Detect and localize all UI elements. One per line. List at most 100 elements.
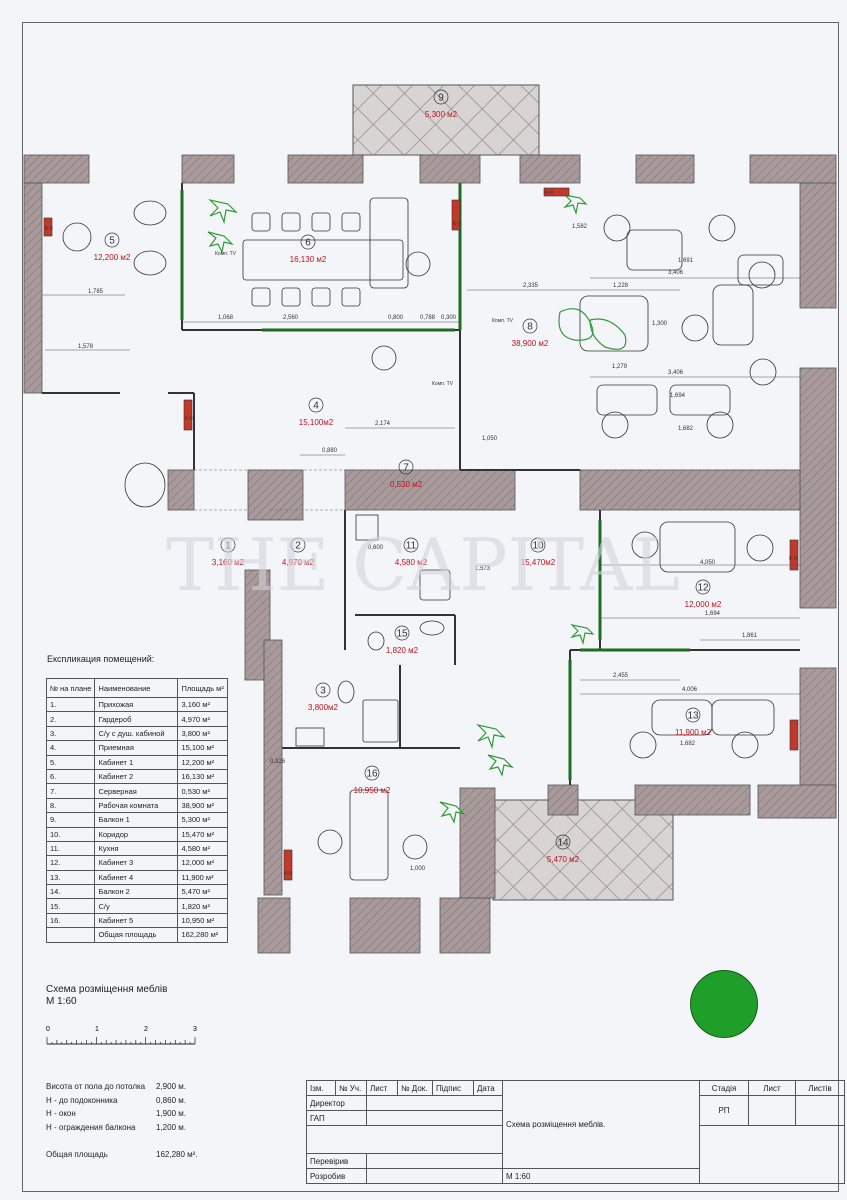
dimension-label: 0,788: [420, 315, 436, 321]
room-number: 4: [313, 401, 319, 412]
dimension-label: 1,682: [680, 741, 696, 747]
dashed-lines: [194, 469, 460, 511]
row-name: С/у: [94, 898, 179, 914]
dimension-label: 1,691: [678, 258, 694, 264]
note-value: 0,860 м.: [156, 1095, 186, 1105]
scale-bar: 0 1 2 3: [46, 1026, 197, 1045]
row-num: 7.: [45, 783, 96, 799]
row-num: 3.: [45, 725, 96, 742]
room-marker: [300, 234, 316, 250]
stamp-stage-label: Стадія: [699, 1080, 749, 1096]
k9-label: K-9: [185, 416, 193, 422]
stamp-h0: Ізм.: [306, 1080, 336, 1096]
scale-tick-2: 2: [144, 1026, 148, 1033]
scheme-scale: М 1:60: [46, 996, 77, 1007]
room-marker: [308, 397, 324, 413]
total-label: Общая площадь: [94, 927, 179, 943]
note-label: Н - окон: [46, 1109, 76, 1118]
room-number: 8: [527, 322, 533, 333]
dimension-label: 0,880: [322, 448, 338, 454]
room-marker: [522, 318, 538, 334]
row-num: 12.: [45, 855, 96, 871]
room-marker: [398, 459, 414, 475]
row-name: Кабинет 1: [94, 754, 179, 770]
room-number: 14: [557, 838, 569, 849]
row-num: 15.: [45, 898, 96, 914]
dimension-label: 2,455: [613, 673, 629, 679]
total-area-label: Общая площадь: [46, 1150, 108, 1159]
title-block: Ізм. № Уч. Лист № Док. Підпис Дата Схема…: [306, 1080, 845, 1184]
row-name: Кухня: [94, 840, 179, 857]
dimension-label: 1,050: [482, 436, 498, 442]
row-area: 3,800 м²: [177, 725, 228, 742]
room-area: 11,900 м2: [675, 728, 712, 737]
stamp-developed: Розробив: [306, 1168, 367, 1184]
room-area: 15,100м2: [299, 418, 334, 427]
room-number: 11: [406, 541, 417, 552]
note-value: 2,900 м.: [156, 1082, 186, 1091]
row-name: Кабинет 2: [94, 768, 179, 785]
room-area: 4,970 м2: [282, 558, 315, 567]
note-label: Н - ограждения балкона: [46, 1122, 136, 1132]
dimension-label: 1,785: [88, 289, 104, 295]
total-area-note: Общая площадь 162,280 м².: [46, 1150, 198, 1159]
row-area: 16,130 м²: [177, 768, 228, 785]
dimension-label: 3,406: [668, 370, 684, 376]
room-area: 3,800м2: [308, 703, 339, 712]
room-area: 1,820 м2: [386, 646, 419, 655]
room-number: 9: [438, 93, 444, 104]
dimension-label: 1,279: [612, 364, 628, 370]
row-num: 11.: [45, 840, 96, 857]
stamp-sheets-label: Листів: [795, 1080, 845, 1096]
k9-label: K-9: [45, 226, 53, 232]
dimension-label: 1,228: [613, 283, 629, 289]
row-num: 10.: [45, 826, 96, 842]
room-marker: [403, 537, 419, 553]
dimension-label: 1,068: [218, 315, 234, 321]
stamp-checked: Перевірив: [306, 1153, 367, 1169]
row-area: 12,200 м²: [177, 754, 228, 770]
dimension-label: 0,300: [441, 315, 457, 321]
tv-label: Комп. TV: [492, 318, 514, 324]
row-num: 2.: [45, 711, 96, 727]
room-area: 0,530 м2: [390, 480, 423, 489]
stamp-h3: № Док.: [397, 1080, 433, 1096]
row-num: 4.: [45, 740, 96, 756]
dimension-label: 1,861: [742, 633, 758, 639]
stamp-title: Схема розміщення меблів.: [502, 1080, 700, 1169]
col-name: Наименование: [94, 678, 179, 698]
dimension-label: 4,006: [682, 687, 698, 693]
row-name: Гардероб: [94, 711, 179, 727]
conference-chairs: [251, 212, 361, 307]
scale-tick-3: 3: [193, 1026, 197, 1033]
balcony-2: [492, 799, 674, 901]
scheme-title: Схема розміщення меблів: [46, 984, 168, 995]
scale-tick-1: 1: [95, 1026, 99, 1033]
row-name: Прихожая: [94, 696, 179, 713]
dimension-label: 1,578: [78, 344, 94, 350]
dimension-label: 2,335: [523, 283, 539, 289]
room-area: 16,130 м2: [290, 255, 327, 264]
stamp-director: Директор: [306, 1095, 367, 1111]
room-number: 2: [295, 541, 301, 552]
row-num: 6.: [45, 768, 96, 785]
room-area: 10,950 м2: [354, 786, 391, 795]
k9-label: K-9: [453, 221, 461, 227]
stamp-sheet-label: Лист: [748, 1080, 796, 1096]
room-area: 12,000 м2: [685, 600, 722, 609]
total-value: 162,280 м²: [177, 927, 228, 943]
stamp-gap: ГАП: [306, 1110, 367, 1126]
row-name: Кабинет 4: [94, 869, 179, 886]
row-num: 5.: [45, 754, 96, 770]
dimension-label: 1,682: [678, 426, 694, 432]
stamp-h2: Лист: [366, 1080, 398, 1096]
